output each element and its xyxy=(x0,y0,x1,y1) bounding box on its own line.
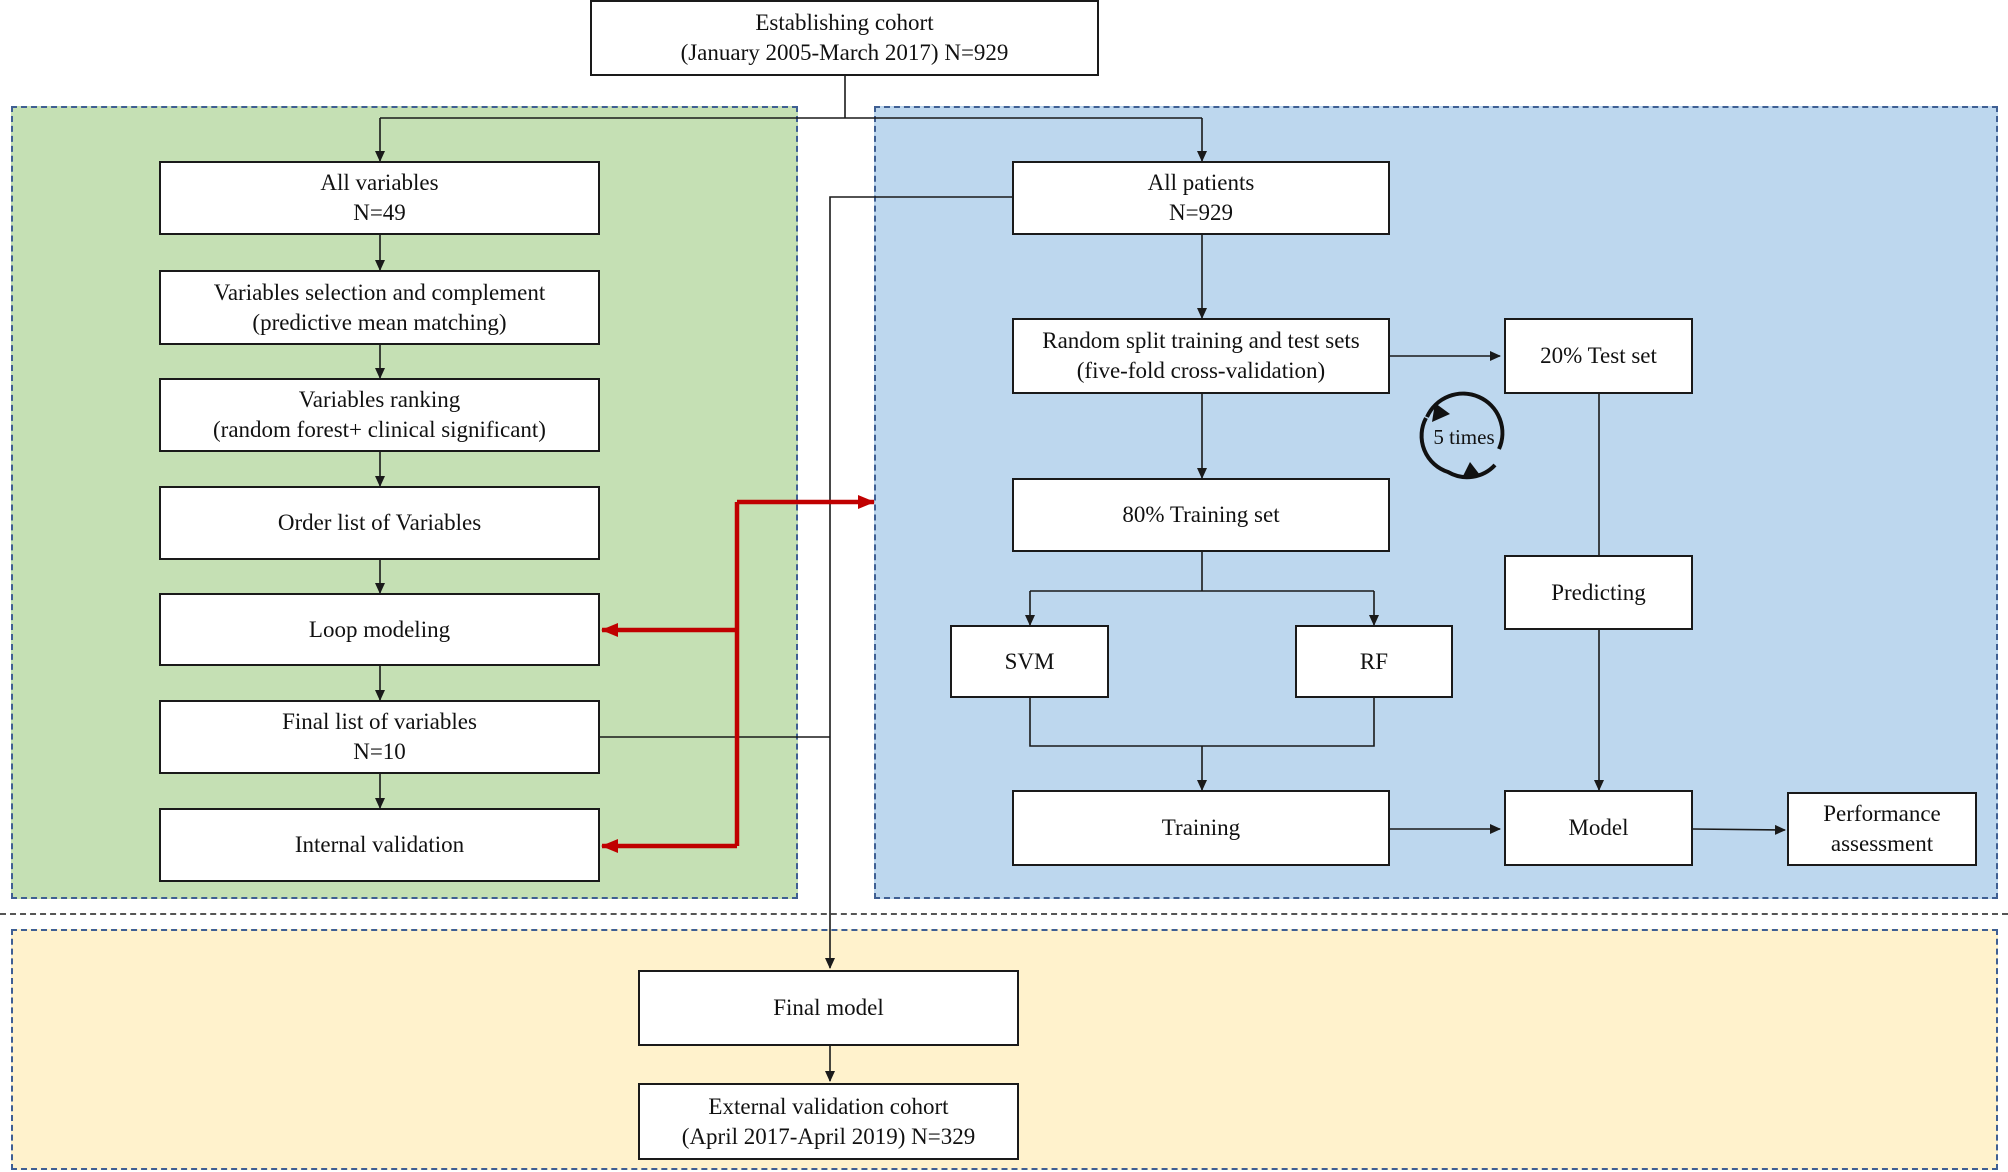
order-list-title: Order list of Variables xyxy=(277,510,482,535)
external-validation-title: External validation cohort xyxy=(708,1093,949,1119)
establishing-cohort-title: Establishing cohort xyxy=(755,10,934,35)
edge-training-set-fork xyxy=(1030,552,1374,592)
node-all-patients: All patients N=929 xyxy=(1012,161,1390,235)
edge-model-to-performance xyxy=(1692,824,1786,835)
establishing-cohort-detail: (January 2005-March 2017) N=929 xyxy=(680,40,1009,65)
node-model: Model xyxy=(1504,790,1693,866)
cycle-label: 5 times xyxy=(1433,425,1495,449)
node-predicting: Predicting xyxy=(1504,555,1693,630)
node-all-variables: All variables N=49 xyxy=(159,161,600,235)
model-title: Model xyxy=(1568,815,1629,840)
node-loop-modeling: Loop modeling xyxy=(159,593,600,666)
node-performance: Performance assessment xyxy=(1787,792,1977,866)
final-list-count: N=10 xyxy=(353,739,406,764)
node-order-list: Order list of Variables xyxy=(159,486,600,560)
all-patients-title: All patients xyxy=(1147,170,1255,195)
performance-line-2: assessment xyxy=(1830,831,1934,856)
edge-svm-rf-merge xyxy=(1029,698,1375,747)
final-list-title: Final list of variables xyxy=(282,709,477,734)
external-validation-region xyxy=(11,929,1998,1170)
training-set-title: 80% Training set xyxy=(1122,502,1280,527)
node-final-model: Final model xyxy=(638,970,1019,1046)
node-random-split: Random split training and test sets (fiv… xyxy=(1012,318,1390,394)
random-split-method: (five-fold cross-validation) xyxy=(1076,358,1326,383)
cycle-arrowhead-bottom xyxy=(1462,462,1480,478)
node-training-set: 80% Training set xyxy=(1012,478,1390,552)
cycle-arc-top xyxy=(1425,391,1505,450)
node-test-set: 20% Test set xyxy=(1504,318,1693,394)
cycle-arc-bottom xyxy=(1419,417,1497,480)
predicting-title: Predicting xyxy=(1551,579,1646,605)
node-svm: SVM xyxy=(950,625,1109,698)
node-training: Training xyxy=(1012,790,1390,866)
cycle-arrowhead-top xyxy=(1432,403,1450,422)
node-variables-selection: Variables selection and complement (pred… xyxy=(159,270,600,345)
edge-all-patients-to-final-model xyxy=(825,196,1012,969)
node-external-validation: External validation cohort (April 2017-A… xyxy=(638,1083,1019,1160)
all-patients-count: N=929 xyxy=(1168,200,1234,225)
variables-ranking-title: Variables ranking xyxy=(298,387,461,412)
all-variables-count: N=49 xyxy=(353,200,406,225)
rf-title: RF xyxy=(1359,648,1389,674)
loop-modeling-title: Loop modeling xyxy=(308,616,451,642)
node-rf: RF xyxy=(1295,625,1453,698)
variables-selection-method: (predictive mean matching) xyxy=(252,309,507,335)
section-divider xyxy=(0,913,2008,915)
test-set-title: 20% Test set xyxy=(1540,343,1657,368)
internal-validation-title: Internal validation xyxy=(294,832,465,857)
node-establishing-cohort: Establishing cohort (January 2005-March … xyxy=(590,0,1099,76)
node-final-list: Final list of variables N=10 xyxy=(159,700,600,774)
svm-title: SVM xyxy=(1004,648,1055,674)
random-split-title: Random split training and test sets xyxy=(1042,328,1360,353)
node-variables-ranking: Variables ranking (random forest+ clinic… xyxy=(159,378,600,452)
training-title: Training xyxy=(1161,815,1241,840)
performance-line-1: Performance xyxy=(1823,801,1941,826)
node-internal-validation: Internal validation xyxy=(159,808,600,882)
external-validation-detail: (April 2017-April 2019) N=329 xyxy=(681,1123,976,1149)
variables-ranking-method: (random forest+ clinical significant) xyxy=(213,417,546,442)
variables-selection-title: Variables selection and complement xyxy=(213,279,546,305)
final-model-title: Final model xyxy=(773,995,884,1020)
all-variables-title: All variables xyxy=(320,170,439,195)
